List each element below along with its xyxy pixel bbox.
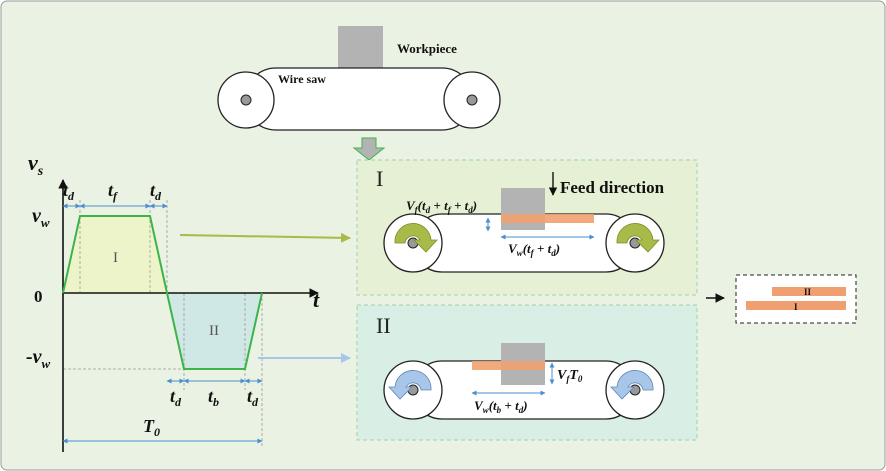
result-cut-I	[746, 301, 846, 310]
period-label: T0	[143, 416, 160, 439]
panel-II-label: II	[376, 313, 391, 338]
top-machine: Workpiece Wire saw	[217, 26, 501, 161]
speed-profile-line	[62, 215, 263, 370]
arrow-to-panel-I	[179, 232, 351, 243]
panel-II: II VfT0 Vw(tb + td)	[356, 304, 698, 441]
vw-label: vw	[32, 205, 50, 230]
td-label-top-left: td	[63, 180, 75, 203]
panel-II-wire-equation: Vw(tb + td)	[474, 398, 528, 415]
tf-label: tf	[108, 180, 118, 203]
result-box: II I	[735, 274, 857, 324]
panel-II-feed-equation: VfT0	[557, 368, 583, 384]
workpiece-label: Workpiece	[397, 41, 457, 56]
top-right-hub	[466, 94, 478, 106]
panel-I: I Feed direction Vf(td + tf + td) Vw(tf …	[356, 159, 698, 296]
velocity-profile: vs t 0 vw -vw I II td tf td td tb td T0	[26, 150, 320, 452]
panel-I-wire-equation: Vw(tf + td)	[508, 241, 560, 258]
panel-I-wire-cut	[501, 214, 594, 223]
origin-label: 0	[34, 287, 43, 306]
wire-saw-label: Wire saw	[278, 72, 326, 86]
panel-II-wire-cut	[472, 361, 545, 370]
td-label-bottom-right: td	[247, 386, 259, 409]
panel-II-left-rotation-icon	[388, 370, 432, 400]
top-left-hub	[240, 94, 252, 106]
feed-direction-label: Feed direction	[560, 178, 665, 197]
region-II-fill	[167, 293, 262, 369]
region-I-fill	[63, 216, 167, 293]
down-arrow	[352, 137, 386, 161]
td-label-bottom-left: td	[170, 386, 182, 409]
region-I-label: I	[113, 250, 118, 266]
neg-vw-label: -vw	[26, 346, 51, 371]
td-label-top-right: td	[150, 180, 162, 203]
x-axis-label: t	[313, 287, 320, 312]
panel-II-right-rotation-icon	[610, 370, 654, 400]
top-workpiece	[338, 26, 383, 70]
y-axis-label: vs	[28, 150, 44, 179]
region-II-label: II	[209, 323, 219, 339]
panel-I-label: I	[376, 166, 383, 191]
result-label-II: II	[804, 287, 812, 297]
result-cut-II	[772, 287, 846, 296]
panel-I-workpiece	[501, 188, 545, 230]
panel-I-left-rotation-icon	[394, 223, 438, 253]
tb-label: tb	[208, 386, 219, 409]
result-label-I: I	[794, 302, 798, 312]
panel-I-right-rotation-icon	[616, 223, 660, 253]
panel-I-feed-equation: Vf(td + tf + td)	[406, 198, 477, 215]
